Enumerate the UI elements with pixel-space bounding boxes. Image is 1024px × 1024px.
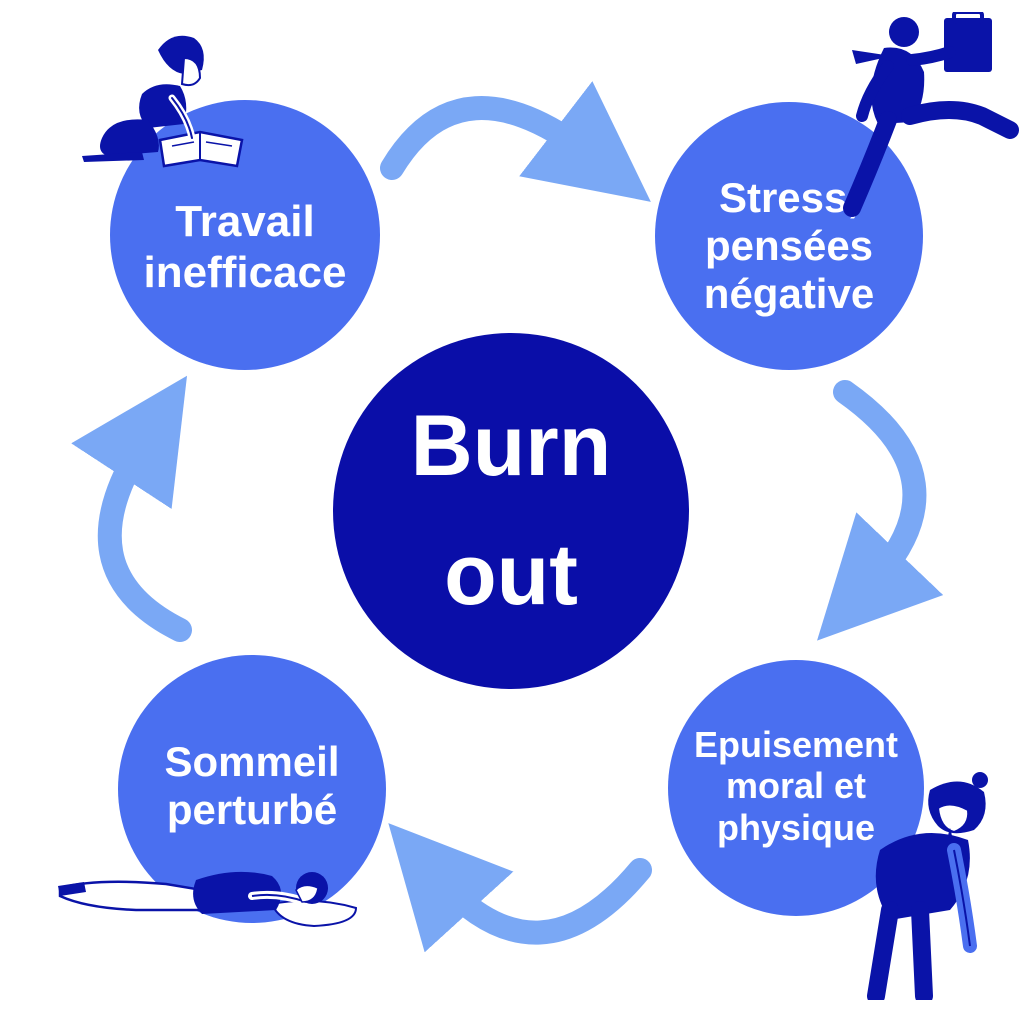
sleeping-person-icon xyxy=(58,871,358,928)
stage-label-line2: pensées xyxy=(704,221,874,269)
person-reading-icon xyxy=(82,35,244,168)
stage-label-line1: Stress, xyxy=(718,173,860,221)
center-node-burnout: Burn out xyxy=(333,333,689,689)
center-title-line1: Burn xyxy=(410,398,612,494)
stage-label-line2: inefficace xyxy=(143,248,347,297)
stage-label-line1: Travail xyxy=(175,197,315,247)
arrow-top xyxy=(380,81,651,202)
arrow-left xyxy=(71,375,192,642)
stage-label-line1: Epuisement xyxy=(693,723,899,765)
arrow-right xyxy=(817,380,944,641)
stage-label-line3: physique xyxy=(716,806,875,848)
stage-label-line1: Sommeil xyxy=(164,737,340,785)
stage-label-line3: négative xyxy=(703,270,875,318)
stage-label-line2: perturbé xyxy=(166,786,338,833)
person-running-with-briefcase-icon xyxy=(843,12,1019,217)
center-title-line2: out xyxy=(444,527,578,623)
arrow-bottom xyxy=(388,823,652,953)
stage-node-stress: Stress, pensées négative xyxy=(655,102,923,370)
stage-label-line2: moral et xyxy=(725,765,867,807)
exhausted-crying-person-icon xyxy=(867,772,988,1000)
stage-node-epuisement: Epuisement moral et physique xyxy=(668,660,924,916)
